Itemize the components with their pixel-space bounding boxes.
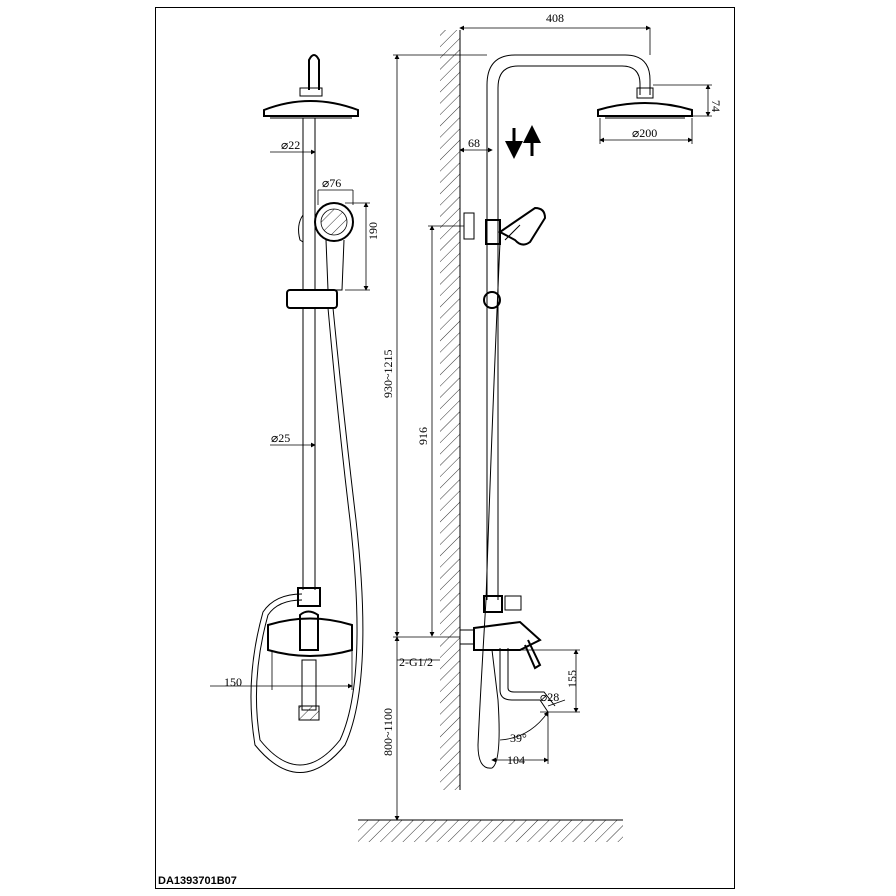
hand-shower-handle [325, 239, 345, 291]
hand-shower-face [314, 202, 354, 242]
dim-916: 916 [416, 427, 430, 445]
diverter [297, 587, 321, 607]
side-slider-knob [483, 291, 501, 309]
floor [358, 820, 623, 842]
riser-arm-inner [497, 65, 641, 600]
dim-76: ⌀76 [322, 176, 341, 190]
front-rain-head [263, 100, 359, 117]
front-hose-inner [250, 307, 364, 773]
dim-inlet-thread: 2-G1/2 [399, 655, 433, 669]
side-rain-head [597, 102, 693, 117]
side-spout [499, 648, 549, 713]
dim-68: 68 [468, 136, 480, 150]
drawing-code: DA1393701B07 [158, 875, 237, 887]
front-view [210, 54, 370, 773]
dim-155: 155 [565, 670, 579, 688]
side-hand-shower [498, 206, 547, 246]
side-hose [477, 241, 501, 769]
dim-104: 104 [507, 753, 525, 767]
wall [440, 30, 460, 790]
dim-74: 74 [709, 100, 723, 112]
dim-800-1100: 800~1100 [381, 708, 395, 756]
dim-28: ⌀28 [540, 690, 559, 704]
front-spout [301, 659, 317, 711]
side-view [358, 25, 712, 842]
mixer-handle [299, 610, 319, 651]
dim-408: 408 [546, 11, 564, 25]
holder-arm [298, 214, 304, 243]
dim-39-degrees: 39° [510, 731, 527, 745]
slider-bracket [286, 289, 338, 309]
riser-arm-outer [486, 54, 651, 600]
dim-25: ⌀25 [271, 431, 290, 445]
head-connector [299, 87, 323, 97]
dim-190: 190 [366, 222, 380, 240]
dim-150: 150 [224, 675, 242, 689]
dim-930-1215: 930~1215 [381, 350, 395, 399]
dim-22: ⌀22 [281, 138, 300, 152]
head-hook [308, 54, 320, 90]
front-hose-outer [255, 307, 358, 766]
dim-200: ⌀200 [632, 126, 657, 140]
side-lever [524, 639, 542, 670]
drawing-frame [155, 7, 735, 889]
